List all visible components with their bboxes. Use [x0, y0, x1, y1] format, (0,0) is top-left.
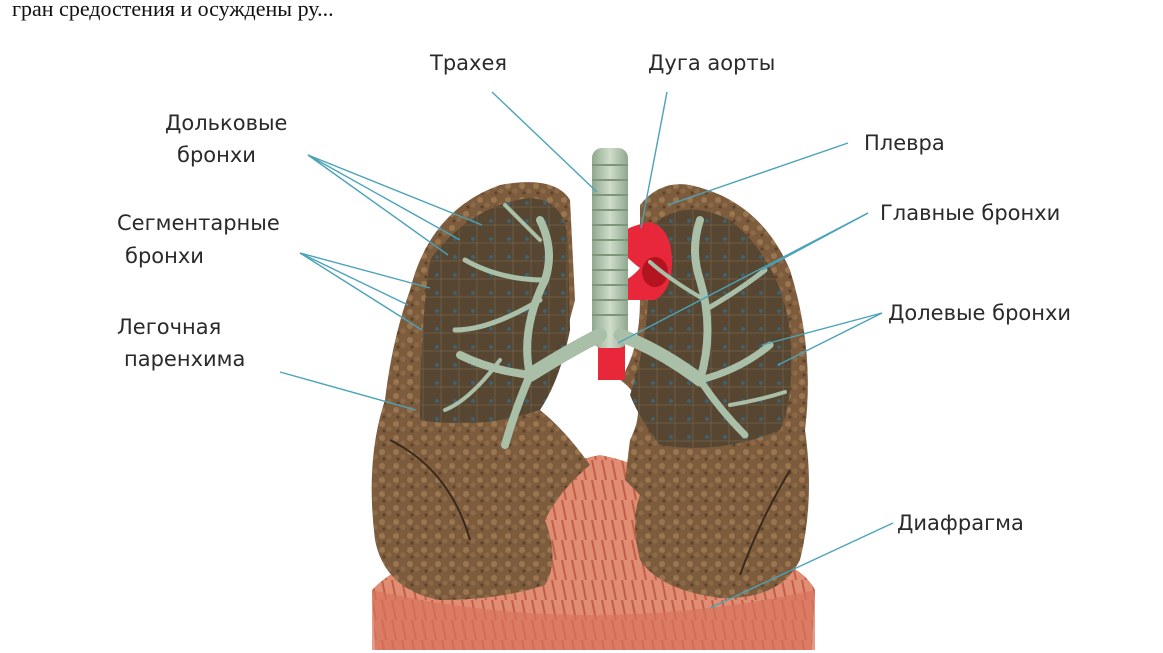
parenchyma-label-line2: паренхима — [124, 344, 245, 374]
parenchyma-label-line1: Легочная — [117, 312, 221, 342]
trachea-shape — [592, 148, 628, 348]
trachea-label: Трахея — [430, 48, 507, 78]
segmental-bronchi-label-line1: Сегментарные — [117, 208, 280, 238]
lobar-bronchi-label: Долевые бронхи — [888, 298, 1071, 328]
lobular-bronchi-label-line2: бронхи — [177, 140, 256, 170]
main-bronchi-label: Главные бронхи — [880, 198, 1060, 228]
segmental-bronchi-label-line2: бронхи — [125, 241, 204, 271]
pleura-label: Плевра — [864, 128, 945, 158]
lobular-bronchi-label-line1: Дольковые — [165, 108, 287, 138]
aortic-arch-label: Дуга аорты — [648, 48, 775, 78]
diaphragm-label: Диафрагма — [897, 508, 1024, 538]
